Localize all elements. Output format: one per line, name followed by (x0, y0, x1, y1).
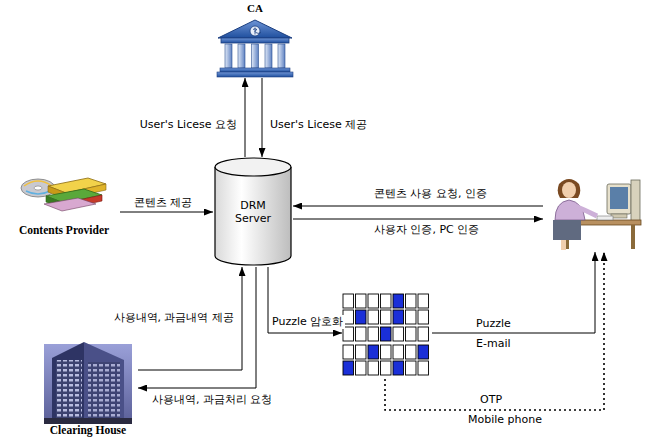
puzzle-cell (418, 345, 429, 359)
puzzle-cell (356, 327, 367, 341)
puzzle-cell (343, 294, 354, 308)
connector-arrow (293, 206, 543, 207)
puzzle-cell (406, 345, 417, 359)
edge-label: OTP (478, 393, 504, 407)
puzzle-cell (393, 294, 404, 308)
clearing-house-node: Clearing House (38, 336, 138, 438)
puzzle-cell (343, 361, 354, 375)
node-label: Clearing House (50, 424, 126, 438)
puzzle-grid (342, 293, 432, 379)
puzzle-cell (406, 327, 417, 341)
puzzle-cell (393, 345, 404, 359)
line-note: E-mail (474, 337, 513, 351)
puzzle-cell (356, 310, 367, 324)
edge-label: 콘텐츠 제공 (132, 196, 195, 210)
puzzle-cell (356, 294, 367, 308)
puzzle-node (342, 293, 432, 379)
user-pc-icon (545, 176, 642, 250)
puzzle-cell (368, 327, 379, 341)
puzzle-cell (368, 345, 379, 359)
server-node: DRM Server (213, 157, 293, 267)
puzzle-cell (393, 361, 404, 375)
puzzle-cell (418, 361, 429, 375)
puzzle-cell (368, 361, 379, 375)
bank-icon (216, 18, 294, 78)
connector-arrow (138, 267, 256, 388)
connector-arrow (293, 219, 543, 220)
puzzle-cell (368, 294, 379, 308)
edge-label: 콘텐츠 사용 요청, 인증 (372, 187, 489, 201)
puzzle-cell (418, 294, 429, 308)
connector-arrow (245, 78, 246, 157)
puzzle-cell (381, 310, 392, 324)
connector-arrow (120, 212, 213, 213)
puzzle-cell (393, 310, 404, 324)
ca-node: CA (215, 2, 295, 78)
puzzle-cell (418, 327, 429, 341)
node-label: CA (247, 2, 263, 15)
node-label: DRM Server (225, 199, 281, 225)
media-icon (18, 168, 110, 216)
puzzle-cell (381, 345, 392, 359)
puzzle-cell (381, 361, 392, 375)
puzzle-cell (406, 294, 417, 308)
puzzle-cell (393, 327, 404, 341)
edge-label: User's Licese 요청 (138, 118, 239, 132)
edge-label: 사용내역, 과금처리 요청 (150, 393, 275, 407)
provider-node: Contents Provider (8, 168, 120, 238)
puzzle-cell (356, 361, 367, 375)
node-label: Contents Provider (19, 224, 109, 238)
edge-label: 사용자 인증, PC 인증 (372, 223, 481, 237)
puzzle-cell (406, 310, 417, 324)
edge-label: User's Licese 제공 (268, 118, 369, 132)
line-note: Mobile phone (466, 413, 544, 427)
connector-arrow (262, 78, 263, 157)
building-icon (44, 338, 132, 424)
puzzle-cell (418, 310, 429, 324)
puzzle-cell (368, 310, 379, 324)
connector-arrow (385, 252, 604, 410)
edge-label: Puzzle (474, 317, 513, 331)
connector-arrow (432, 252, 595, 333)
puzzle-cell (343, 345, 354, 359)
puzzle-cell (381, 327, 392, 341)
edge-label: Puzzle 암호화 (270, 315, 345, 329)
puzzle-cell (356, 345, 367, 359)
user-node (543, 176, 642, 252)
puzzle-cell (343, 327, 354, 341)
edge-label: 사용내역, 과금내역 제공 (112, 311, 237, 325)
puzzle-cell (381, 294, 392, 308)
puzzle-cell (406, 361, 417, 375)
